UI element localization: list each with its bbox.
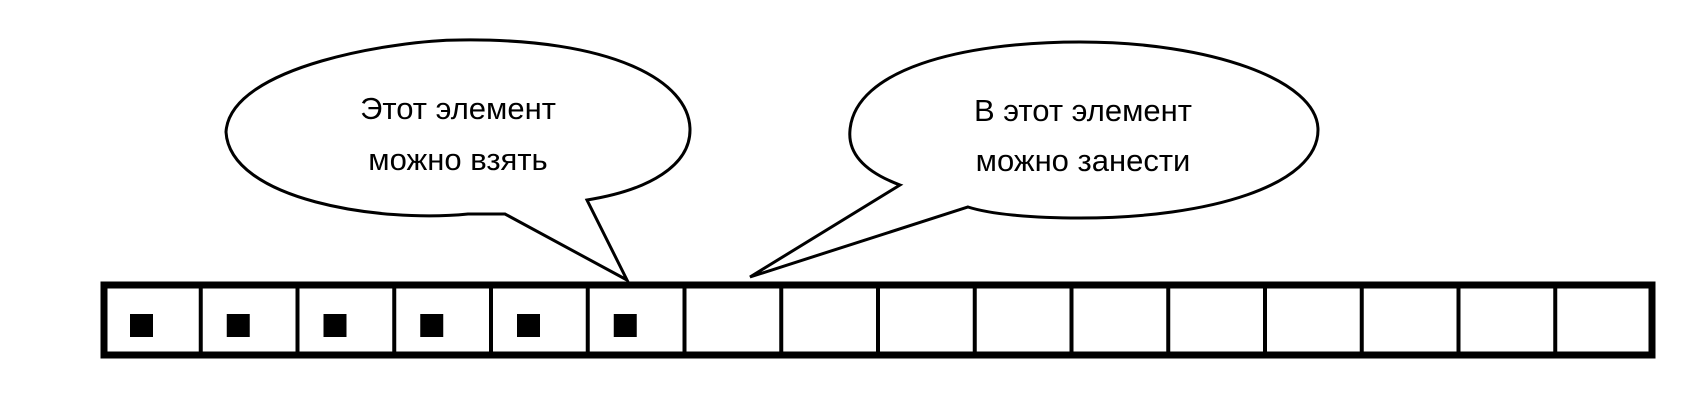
callout-take-line-1: Этот элемент bbox=[360, 91, 556, 126]
element-marker bbox=[517, 314, 540, 337]
callout-put-bubble bbox=[749, 40, 1320, 279]
callout-take-bubble bbox=[224, 38, 692, 284]
element-marker bbox=[323, 314, 347, 337]
element-marker bbox=[420, 314, 444, 337]
element-marker bbox=[613, 314, 637, 337]
callout-put-line-1: В этот элемент bbox=[974, 93, 1192, 128]
callout-put: В этот элемент можно занести bbox=[749, 40, 1320, 279]
callout-take-line-2: можно взять bbox=[368, 142, 547, 177]
element-marker bbox=[226, 314, 250, 337]
element-marker bbox=[130, 314, 153, 337]
array-cells bbox=[100, 281, 1656, 359]
callout-put-line-2: можно занести bbox=[976, 143, 1191, 178]
callout-take: Этот элемент можно взять bbox=[224, 38, 692, 284]
